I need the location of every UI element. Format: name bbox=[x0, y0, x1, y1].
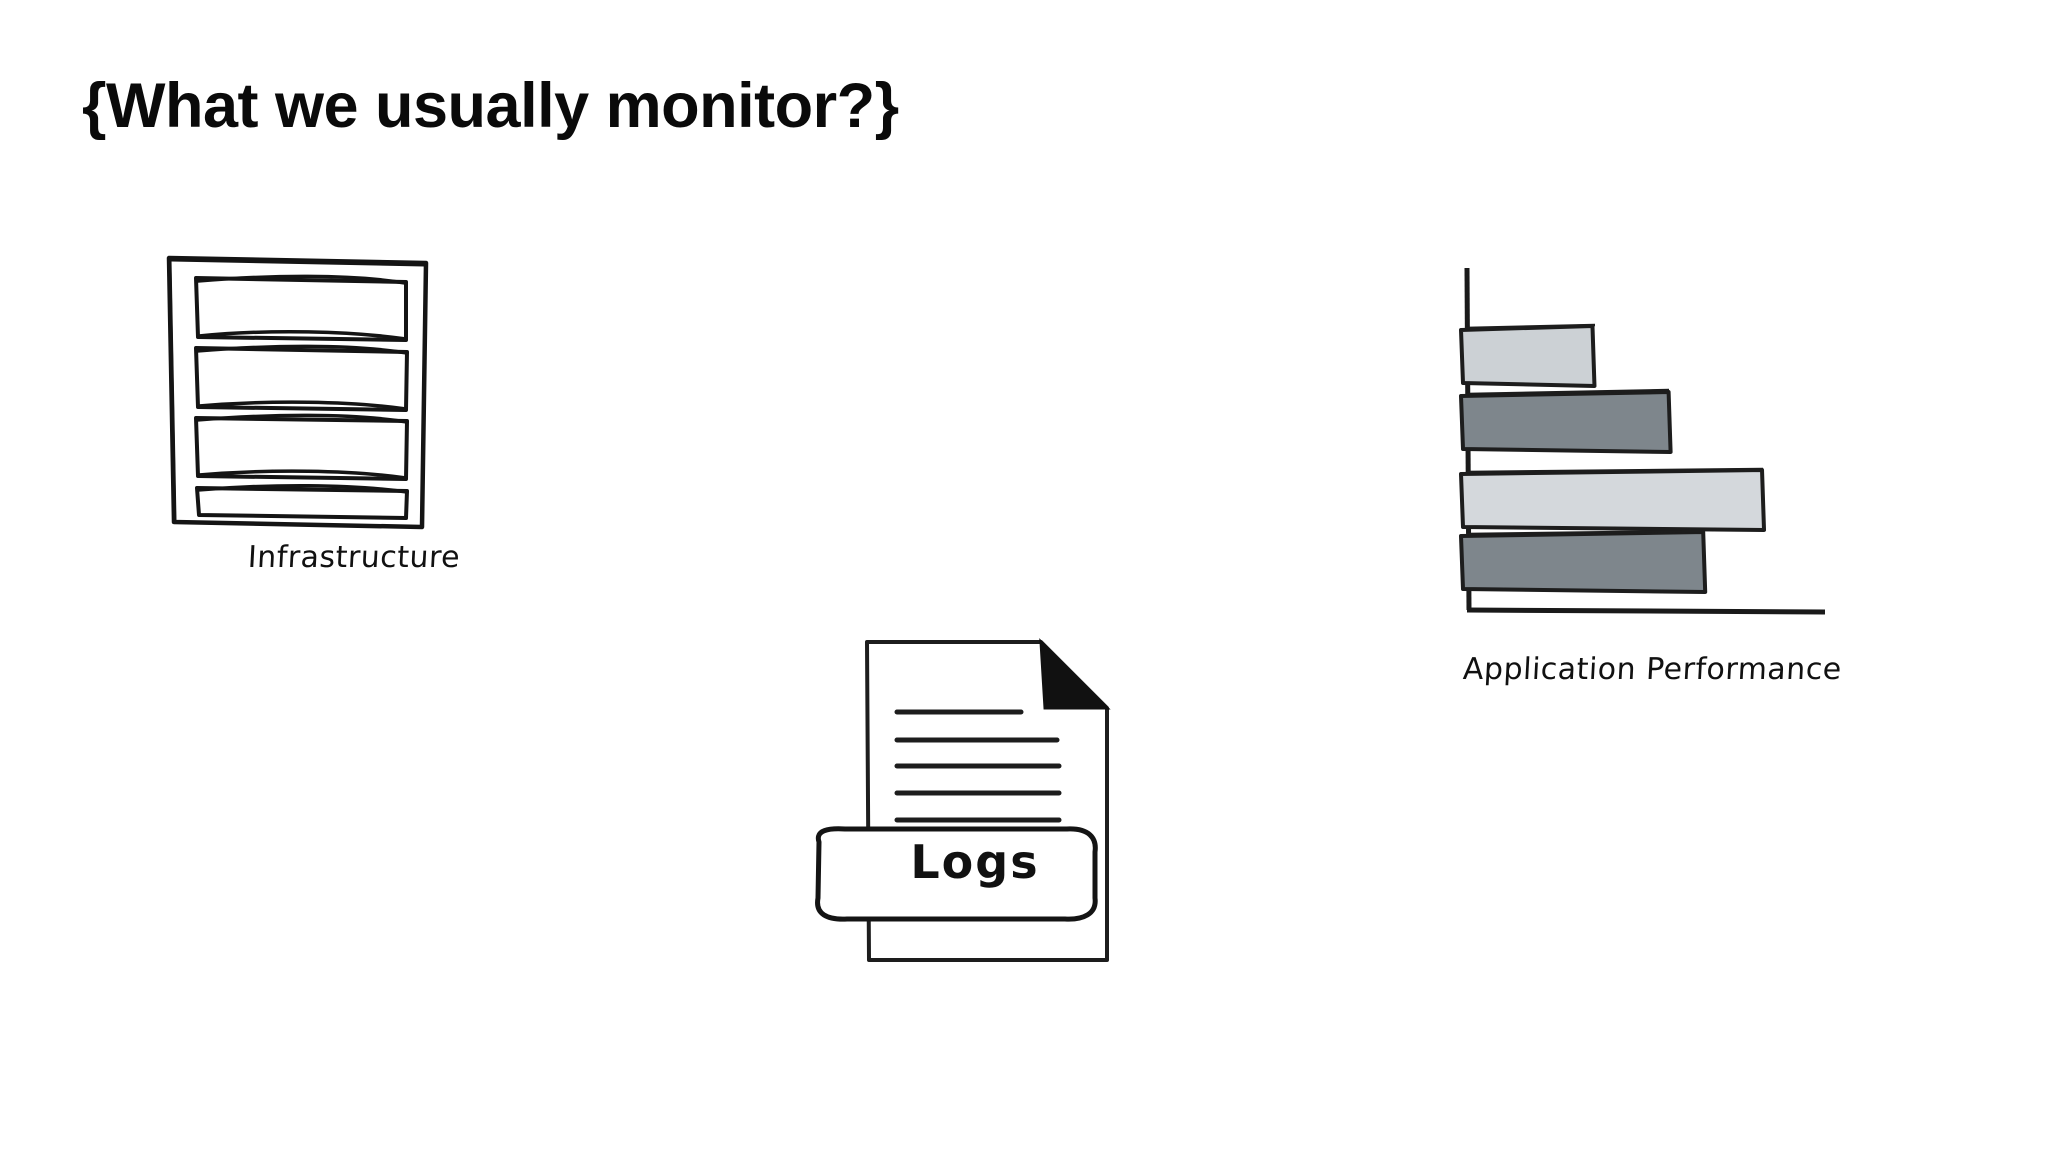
logs-banner bbox=[815, 826, 1098, 922]
application-performance-caption: Application Performance bbox=[1462, 652, 1843, 687]
chart-bars bbox=[1459, 323, 1767, 594]
logs-caption: Logs bbox=[910, 835, 1040, 889]
chart-bar bbox=[1459, 468, 1767, 532]
chart-bar bbox=[1459, 530, 1708, 594]
bar-chart-icon bbox=[1459, 267, 1826, 615]
chart-bar bbox=[1459, 324, 1597, 388]
page-title: {What we usually monitor?} bbox=[82, 71, 899, 141]
chart-x-axis bbox=[1466, 607, 1826, 615]
chart-bar bbox=[1459, 390, 1673, 454]
infrastructure-caption: Infrastructure bbox=[246, 540, 462, 575]
figure-application-performance[interactable]: Application Performance bbox=[1455, 260, 1855, 687]
figure-logs[interactable]: Logs bbox=[815, 630, 1145, 980]
server-rack-icon bbox=[166, 255, 429, 530]
figure-infrastructure[interactable]: Infrastructure bbox=[160, 250, 540, 575]
